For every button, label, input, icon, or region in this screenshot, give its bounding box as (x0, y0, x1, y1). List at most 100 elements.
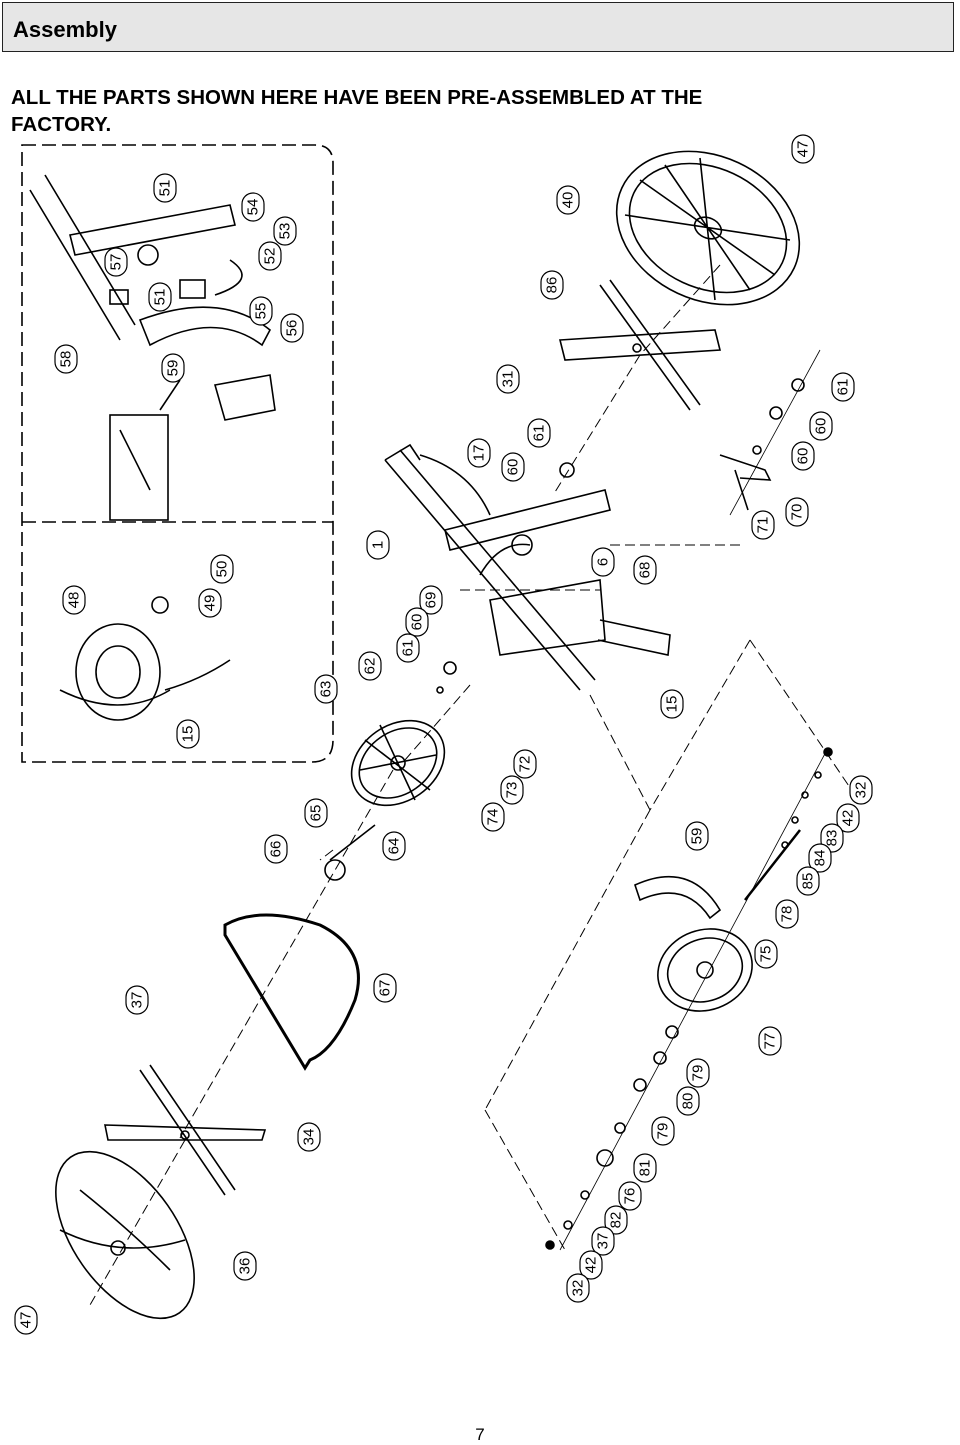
callout-label: 66 (268, 841, 285, 858)
callout-label: 77 (762, 1033, 779, 1050)
callout-85: 85 (796, 866, 820, 896)
callout-label: 75 (758, 946, 775, 963)
callout-60: 60 (405, 607, 429, 637)
callout-53: 53 (273, 216, 297, 246)
callout-52: 52 (258, 241, 282, 271)
callout-15: 15 (176, 719, 200, 749)
callout-label: 64 (386, 838, 403, 855)
callout-label: 31 (500, 371, 517, 388)
callout-42: 42 (579, 1250, 603, 1280)
callout-label: 85 (800, 873, 817, 890)
callout-66: 66 (264, 834, 288, 864)
callout-label: 55 (253, 303, 270, 320)
callout-label: 42 (583, 1257, 600, 1274)
callout-label: 61 (531, 425, 548, 442)
callout-label: 84 (812, 850, 829, 867)
callout-61: 61 (527, 418, 551, 448)
callout-label: 57 (108, 254, 125, 271)
callout-80: 80 (676, 1086, 700, 1116)
callout-34: 34 (297, 1122, 321, 1152)
callout-71: 71 (751, 510, 775, 540)
callout-40: 40 (556, 185, 580, 215)
callout-label: 60 (505, 459, 522, 476)
callout-label: 74 (485, 809, 502, 826)
callout-37: 37 (591, 1226, 615, 1256)
callout-label: 58 (58, 351, 75, 368)
callout-56: 56 (280, 313, 304, 343)
callout-label: 17 (471, 445, 488, 462)
callout-label: 48 (66, 592, 83, 609)
callout-label: 37 (595, 1233, 612, 1250)
pulley-wheel (350, 719, 446, 807)
callout-label: 79 (690, 1065, 707, 1082)
rear-stabilizer (104, 1124, 267, 1141)
callout-label: 76 (622, 1188, 639, 1205)
callout-69: 69 (419, 585, 443, 615)
callout-label: 83 (824, 830, 841, 847)
callout-64: 64 (382, 831, 406, 861)
callout-6: 6 (591, 547, 615, 577)
callout-42: 42 (836, 803, 860, 833)
callout-17: 17 (467, 438, 491, 468)
page-title: Assembly (13, 17, 117, 42)
callout-77: 77 (758, 1026, 782, 1056)
callout-label: 73 (504, 782, 521, 799)
callout-label: 6 (595, 558, 612, 566)
callout-48: 48 (62, 585, 86, 615)
top-stabilizer (558, 329, 722, 361)
callout-79: 79 (651, 1116, 675, 1146)
callout-label: 49 (202, 595, 219, 612)
callout-61: 61 (831, 372, 855, 402)
callout-68: 68 (633, 555, 657, 585)
callout-31: 31 (496, 364, 520, 394)
callout-75: 75 (754, 939, 778, 969)
callout-label: 50 (214, 561, 231, 578)
callout-label: 70 (789, 504, 806, 521)
callout-62: 62 (358, 651, 382, 681)
callout-49: 49 (198, 588, 222, 618)
callout-84: 84 (808, 843, 832, 873)
callout-label: 32 (570, 1280, 587, 1297)
callout-label: 36 (237, 1258, 254, 1275)
callout-label: 40 (560, 192, 577, 209)
callout-label: 15 (664, 696, 681, 713)
callout-63: 63 (314, 674, 338, 704)
callout-81: 81 (633, 1153, 657, 1183)
callout-label: 80 (680, 1093, 697, 1110)
callout-label: 52 (262, 248, 279, 265)
callout-15: 15 (660, 689, 684, 719)
callout-70: 70 (785, 497, 809, 527)
callout-label: 54 (245, 199, 262, 216)
callout-label: 1 (370, 541, 387, 549)
callout-1: 1 (366, 530, 390, 560)
exploded-parts-diagram: 5154535257515556585947408631611760166869… (14, 134, 873, 1335)
callout-label: 72 (517, 756, 534, 773)
right-flywheel (615, 150, 801, 306)
callout-label: 63 (318, 681, 335, 698)
callout-32: 32 (849, 775, 873, 805)
callout-label: 60 (409, 614, 426, 631)
callout-74: 74 (481, 802, 505, 832)
left-flywheel (55, 1150, 195, 1320)
callout-47: 47 (791, 134, 815, 164)
callout-label: 37 (129, 992, 146, 1009)
callout-83: 83 (820, 823, 844, 853)
callout-label: 68 (637, 562, 654, 579)
callout-label: 47 (795, 141, 812, 158)
callout-60: 60 (501, 452, 525, 482)
callout-61: 61 (396, 633, 420, 663)
callout-54: 54 (241, 192, 265, 222)
callout-60: 60 (791, 441, 815, 471)
callout-72: 72 (513, 749, 537, 779)
callout-51: 51 (153, 173, 177, 203)
callout-47: 47 (14, 1305, 38, 1335)
callout-36: 36 (233, 1251, 257, 1281)
callout-label: 51 (157, 180, 174, 197)
callout-label: 53 (277, 223, 294, 240)
callout-58: 58 (54, 344, 78, 374)
callout-label: 65 (308, 805, 325, 822)
callout-label: 42 (840, 810, 857, 827)
callout-79: 79 (686, 1058, 710, 1088)
callout-label: 60 (795, 448, 812, 465)
callout-label: 61 (835, 379, 852, 396)
